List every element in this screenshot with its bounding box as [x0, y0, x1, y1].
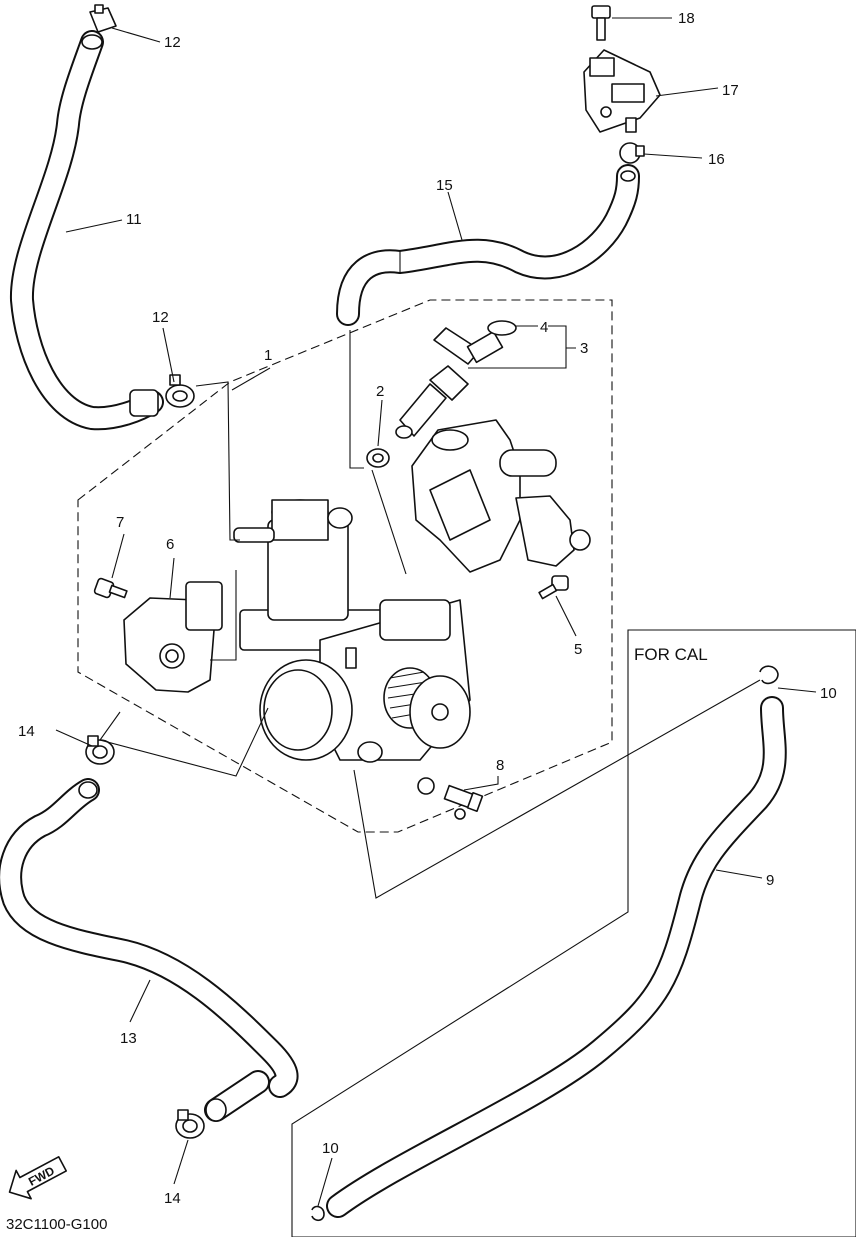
callout-14-bottom: 14	[164, 1190, 181, 1207]
for-cal-label: FOR CAL	[634, 645, 708, 664]
callout-8: 8	[496, 757, 504, 774]
callout-7: 7	[116, 514, 124, 531]
screw-7	[93, 577, 128, 599]
callout-9: 9	[766, 872, 774, 889]
callout-16: 16	[708, 151, 725, 168]
delivery-body	[411, 419, 591, 573]
seal-2	[366, 448, 390, 468]
leader-lines	[55, 17, 817, 1207]
for-cal-frame	[291, 629, 856, 1237]
injector-3	[395, 327, 504, 439]
callout-1: 1	[264, 347, 272, 364]
screw-8	[417, 777, 484, 820]
clamp-12-mid	[165, 374, 195, 408]
callout-3: 3	[580, 340, 588, 357]
callout-18: 18	[678, 10, 695, 27]
assembly-outline	[77, 299, 613, 833]
throttle-body	[233, 499, 471, 763]
callout-11: 11	[126, 211, 142, 228]
callout-2: 2	[376, 383, 384, 400]
callout-12-mid: 12	[152, 309, 169, 326]
sensor-6	[123, 581, 223, 693]
clamp-14-bottom	[175, 1109, 205, 1139]
callout-12-top: 12	[164, 34, 181, 51]
hose-15	[336, 164, 640, 326]
clamp-10-top	[759, 665, 779, 685]
fwd-arrow-icon: FWD	[8, 1156, 68, 1200]
o-ring-4	[487, 320, 517, 336]
hose-9	[326, 696, 787, 1218]
clamp-12-top	[89, 4, 117, 33]
hose-11	[9, 30, 164, 431]
callout-5: 5	[574, 641, 582, 658]
callout-10-bottom: 10	[322, 1140, 339, 1157]
screw-5	[538, 575, 569, 600]
callout-13: 13	[120, 1030, 137, 1047]
callout-10-top: 10	[820, 685, 837, 702]
callout-14-top: 14	[18, 723, 35, 740]
callout-17: 17	[722, 82, 739, 99]
drawing-code: 32C1100-G100	[6, 1216, 107, 1233]
callout-4: 4	[540, 319, 548, 336]
clamp-14-top	[85, 735, 115, 765]
hose-13	[0, 778, 299, 1122]
bolt-18	[591, 5, 611, 41]
callout-6: 6	[166, 536, 174, 553]
callout-15: 15	[436, 177, 453, 194]
sensor-17	[583, 49, 661, 133]
clamp-10-bottom	[311, 1205, 325, 1222]
clamp-16	[619, 142, 645, 164]
